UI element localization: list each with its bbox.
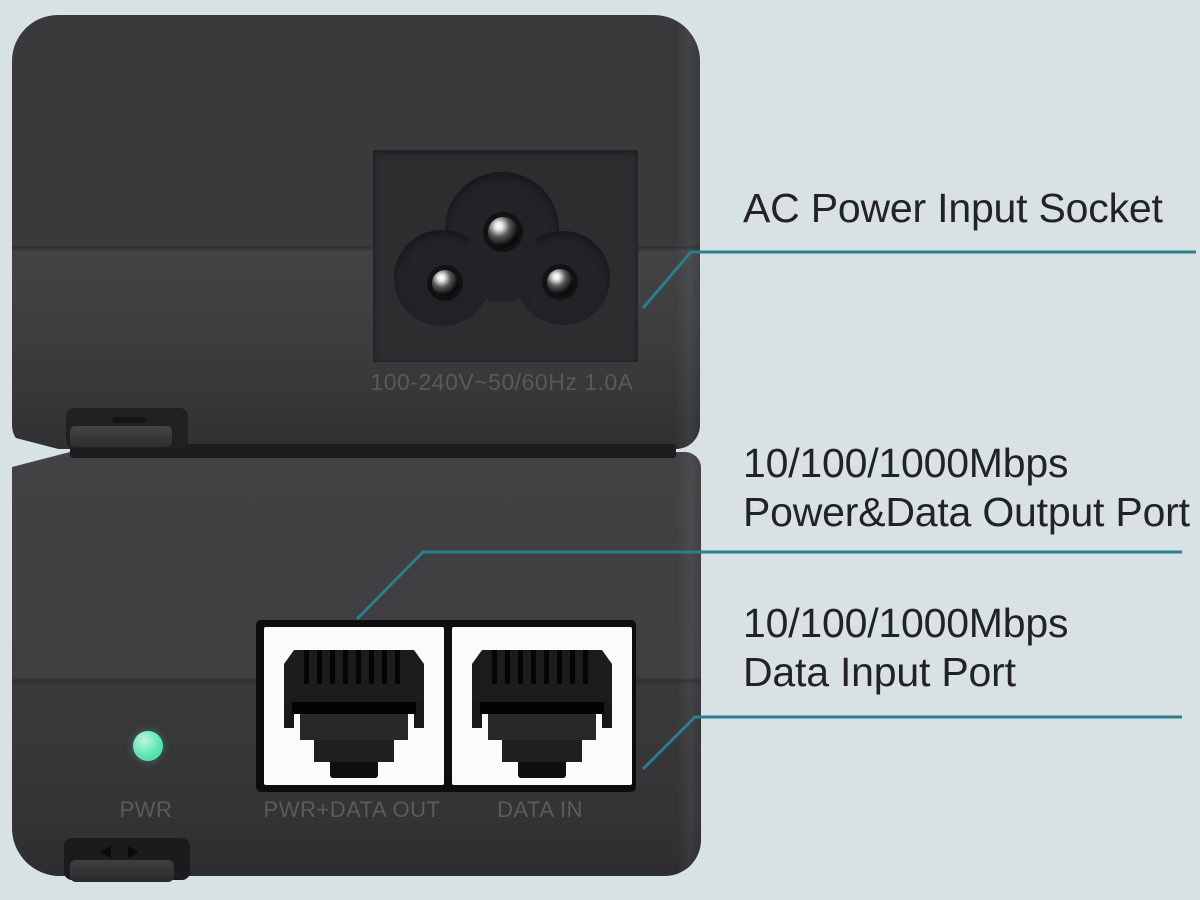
rj45-shelf: [480, 702, 604, 714]
leader-ac-socket: [641, 250, 1196, 309]
rj45-pins: [304, 650, 404, 684]
annotation-line: 10/100/1000Mbps: [743, 440, 1069, 486]
tab-arrow-left-icon: [100, 846, 111, 858]
rj45-latch-slot: [518, 762, 566, 778]
annotation-input-port: 10/100/1000Mbps Data Input Port: [743, 599, 1068, 697]
annotation-ac-socket: AC Power Input Socket: [743, 184, 1163, 233]
mount-tab-back-slot: [112, 417, 146, 423]
rj45-jack-pwr-data-out: [284, 650, 424, 778]
socket-pin-bottom-left: [432, 270, 458, 296]
annotation-line: AC Power Input Socket: [743, 185, 1163, 231]
rj45-pins: [492, 650, 592, 684]
socket-pin-bottom-right: [547, 269, 573, 295]
rj45-lug-right: [414, 702, 424, 728]
tab-arrow-right-icon: [128, 846, 139, 858]
leader-input-port: [641, 715, 1182, 771]
rj45-lug-right: [602, 702, 612, 728]
annotation-line: Power&Data Output Port: [743, 489, 1190, 535]
port-label-pwr-data-out: PWR+DATA OUT: [263, 797, 441, 822]
port-label-data-in: DATA IN: [497, 797, 583, 822]
rj45-lug-left: [284, 702, 294, 728]
mount-tab-front-lip: [70, 860, 174, 882]
rj45-step1: [300, 714, 408, 740]
rj45-lug-left: [472, 702, 482, 728]
rj45-jack-data-in: [472, 650, 612, 778]
rj45-step2: [314, 740, 394, 762]
power-led: [133, 731, 163, 761]
rj45-step2: [502, 740, 582, 762]
annotation-line: 10/100/1000Mbps: [743, 600, 1069, 646]
rj45-latch-slot: [330, 762, 378, 778]
rj45-step1: [488, 714, 596, 740]
device-seam: [70, 444, 676, 458]
annotation-output-port: 10/100/1000Mbps Power&Data Output Port: [743, 439, 1190, 537]
led-label: PWR: [119, 797, 173, 822]
socket-pin-top: [488, 217, 518, 247]
mount-tab-back-lip: [70, 426, 172, 447]
power-spec-label: 100-240V~50/60Hz 1.0A: [370, 369, 634, 395]
rj45-shelf: [292, 702, 416, 714]
annotation-line: Data Input Port: [743, 649, 1016, 695]
